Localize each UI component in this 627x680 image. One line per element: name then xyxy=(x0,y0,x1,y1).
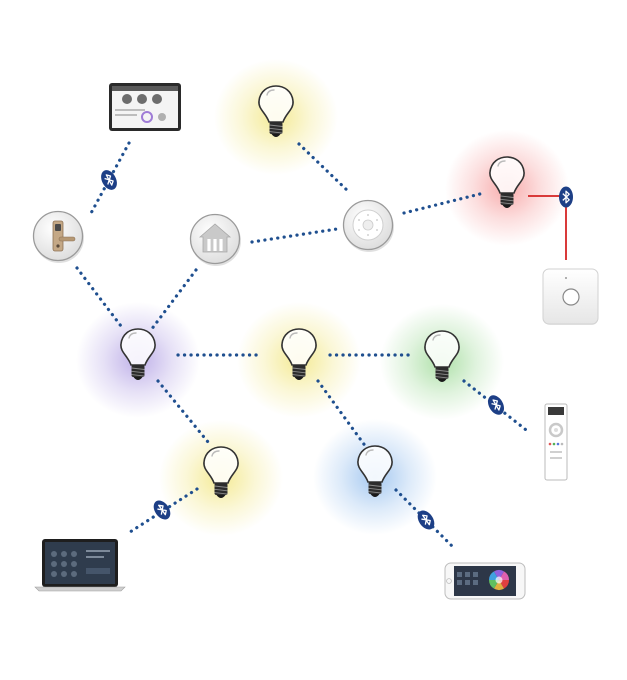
bluetooth-icon xyxy=(487,395,505,415)
laptop-icon xyxy=(34,539,126,592)
node-phone xyxy=(444,562,526,600)
node-tablet xyxy=(109,83,181,131)
node-bulb-center xyxy=(281,328,317,380)
link-sensor-to-bulb-red xyxy=(402,192,482,215)
bluetooth-icon xyxy=(101,170,117,190)
tablet-icon xyxy=(109,83,181,131)
node-bulb-purple xyxy=(120,328,156,380)
node-remote xyxy=(544,403,568,481)
link-tablet-to-door-lock xyxy=(88,141,131,217)
link-bulb-blue-to-phone xyxy=(394,488,457,551)
door-lock-icon xyxy=(32,210,84,263)
node-gateway-home xyxy=(189,213,241,266)
node-bulb-green xyxy=(424,330,460,382)
link-bulb-purple-to-bulb-lower xyxy=(156,379,210,444)
node-bulb-red xyxy=(489,156,525,208)
link-bulb-green-to-remote xyxy=(462,379,532,435)
remote-control-icon xyxy=(544,403,568,481)
link-bulb-top-to-sensor xyxy=(297,142,352,195)
link-bulb-center-to-bulb-blue xyxy=(316,379,368,449)
bluetooth-icon xyxy=(417,510,435,530)
light-bulb-icon xyxy=(281,328,317,380)
wall-switch-icon xyxy=(542,268,599,325)
light-bulb-icon xyxy=(203,446,239,498)
node-wall-switch xyxy=(542,268,599,325)
node-bulb-lower xyxy=(203,446,239,498)
node-laptop xyxy=(34,539,126,592)
link-door-lock-to-bulb-purple xyxy=(75,266,126,332)
light-bulb-icon xyxy=(120,328,156,380)
node-bulb-blue xyxy=(357,445,393,497)
light-bulb-icon xyxy=(424,330,460,382)
home-gateway-icon xyxy=(189,213,241,266)
node-door-lock xyxy=(32,210,84,263)
bluetooth-icon xyxy=(559,186,573,208)
node-bulb-top xyxy=(258,85,294,137)
light-bulb-icon xyxy=(489,156,525,208)
link-gateway-home-to-bulb-purple xyxy=(149,268,198,332)
light-bulb-icon xyxy=(357,445,393,497)
bluetooth-icon xyxy=(153,500,171,520)
motion-sensor-icon xyxy=(342,199,394,252)
light-bulb-icon xyxy=(258,85,294,137)
node-sensor xyxy=(342,199,394,252)
smartphone-icon xyxy=(444,562,526,600)
link-gateway-home-to-sensor xyxy=(250,227,339,244)
